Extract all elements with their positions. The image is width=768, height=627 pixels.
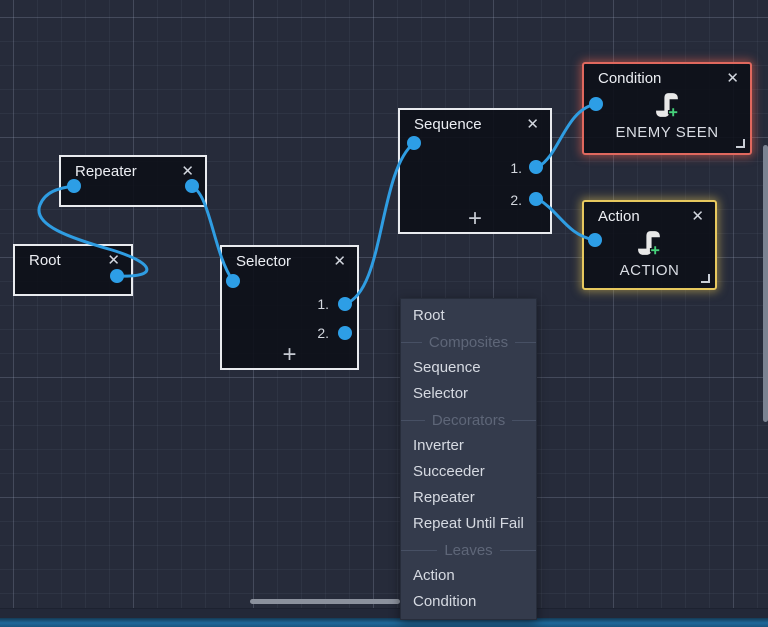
output-port-2[interactable]: [338, 326, 352, 340]
input-port[interactable]: [407, 136, 421, 150]
horizontal-scrollbar[interactable]: [250, 599, 400, 604]
menu-section-decorators: Decorators: [401, 407, 536, 433]
node-action[interactable]: Action ✕ ACTION: [582, 200, 717, 290]
output-port-1[interactable]: [338, 297, 352, 311]
resize-handle[interactable]: [736, 139, 745, 148]
close-icon[interactable]: ✕: [726, 69, 739, 87]
menu-section-leaves: Leaves: [401, 537, 536, 563]
add-output-button[interactable]: +: [282, 341, 297, 368]
output-label-2: 2.: [510, 192, 522, 208]
resize-handle[interactable]: [701, 274, 710, 283]
menu-item-inverter[interactable]: Inverter: [413, 437, 464, 454]
node-selector-header[interactable]: Selector ✕: [222, 247, 357, 273]
output-port[interactable]: [185, 179, 199, 193]
output-port-1[interactable]: [529, 160, 543, 174]
menu-item-condition[interactable]: Condition: [413, 593, 477, 610]
condition-name-label: ENEMY SEEN: [615, 124, 719, 141]
node-title: Condition: [598, 69, 662, 87]
output-label-1: 1.: [317, 296, 329, 312]
node-action-header[interactable]: Action ✕: [584, 202, 715, 228]
node-condition[interactable]: Condition ✕ ENEMY SEEN: [582, 62, 752, 155]
menu-item-selector[interactable]: Selector: [413, 385, 469, 402]
menu-section-label: Decorators: [431, 411, 506, 429]
output-port-2[interactable]: [529, 192, 543, 206]
script-create-icon[interactable]: [635, 229, 664, 259]
close-icon[interactable]: ✕: [526, 115, 539, 133]
input-port[interactable]: [588, 233, 602, 247]
node-repeater[interactable]: Repeater ✕: [59, 155, 207, 207]
output-label-2: 2.: [317, 325, 329, 341]
output-label-1: 1.: [510, 160, 522, 176]
node-title: Root: [29, 251, 61, 269]
bottom-accent-bar: [0, 618, 768, 627]
input-port[interactable]: [589, 97, 603, 111]
input-port[interactable]: [67, 179, 81, 193]
node-title: Action: [598, 207, 640, 225]
node-repeater-header[interactable]: Repeater ✕: [61, 157, 205, 183]
output-port[interactable]: [110, 269, 124, 283]
menu-section-composites: Composites: [401, 329, 536, 355]
add-output-button[interactable]: +: [467, 205, 483, 232]
menu-item-sequence[interactable]: Sequence: [413, 359, 481, 376]
close-icon[interactable]: ✕: [181, 162, 194, 180]
menu-item-action[interactable]: Action: [413, 567, 455, 584]
action-name-label: ACTION: [619, 262, 680, 279]
node-sequence[interactable]: Sequence ✕ 1. 2. +: [398, 108, 552, 234]
node-root[interactable]: Root ✕: [13, 244, 133, 296]
add-node-context-menu[interactable]: Root Composites Sequence Selector Decora…: [400, 298, 537, 620]
node-condition-header[interactable]: Condition ✕: [584, 64, 750, 90]
close-icon[interactable]: ✕: [691, 207, 704, 225]
input-port[interactable]: [226, 274, 240, 288]
close-icon[interactable]: ✕: [333, 252, 346, 270]
menu-item-root[interactable]: Root: [413, 307, 445, 324]
close-icon[interactable]: ✕: [107, 251, 120, 269]
node-selector[interactable]: Selector ✕ 1. 2. +: [220, 245, 359, 370]
menu-item-succeeder[interactable]: Succeeder: [413, 463, 485, 480]
bottom-panel-edge: [0, 608, 768, 618]
node-title: Sequence: [414, 115, 482, 133]
vertical-scrollbar[interactable]: [763, 145, 768, 422]
script-create-icon[interactable]: [653, 91, 682, 121]
menu-item-repeat-until-fail[interactable]: Repeat Until Fail: [413, 515, 524, 532]
menu-section-label: Composites: [428, 333, 509, 351]
node-title: Repeater: [75, 162, 137, 180]
node-title: Selector: [236, 252, 292, 270]
node-sequence-header[interactable]: Sequence ✕: [400, 110, 550, 136]
menu-item-repeater[interactable]: Repeater: [413, 489, 475, 506]
node-root-header[interactable]: Root ✕: [15, 246, 131, 272]
menu-section-label: Leaves: [444, 541, 493, 559]
